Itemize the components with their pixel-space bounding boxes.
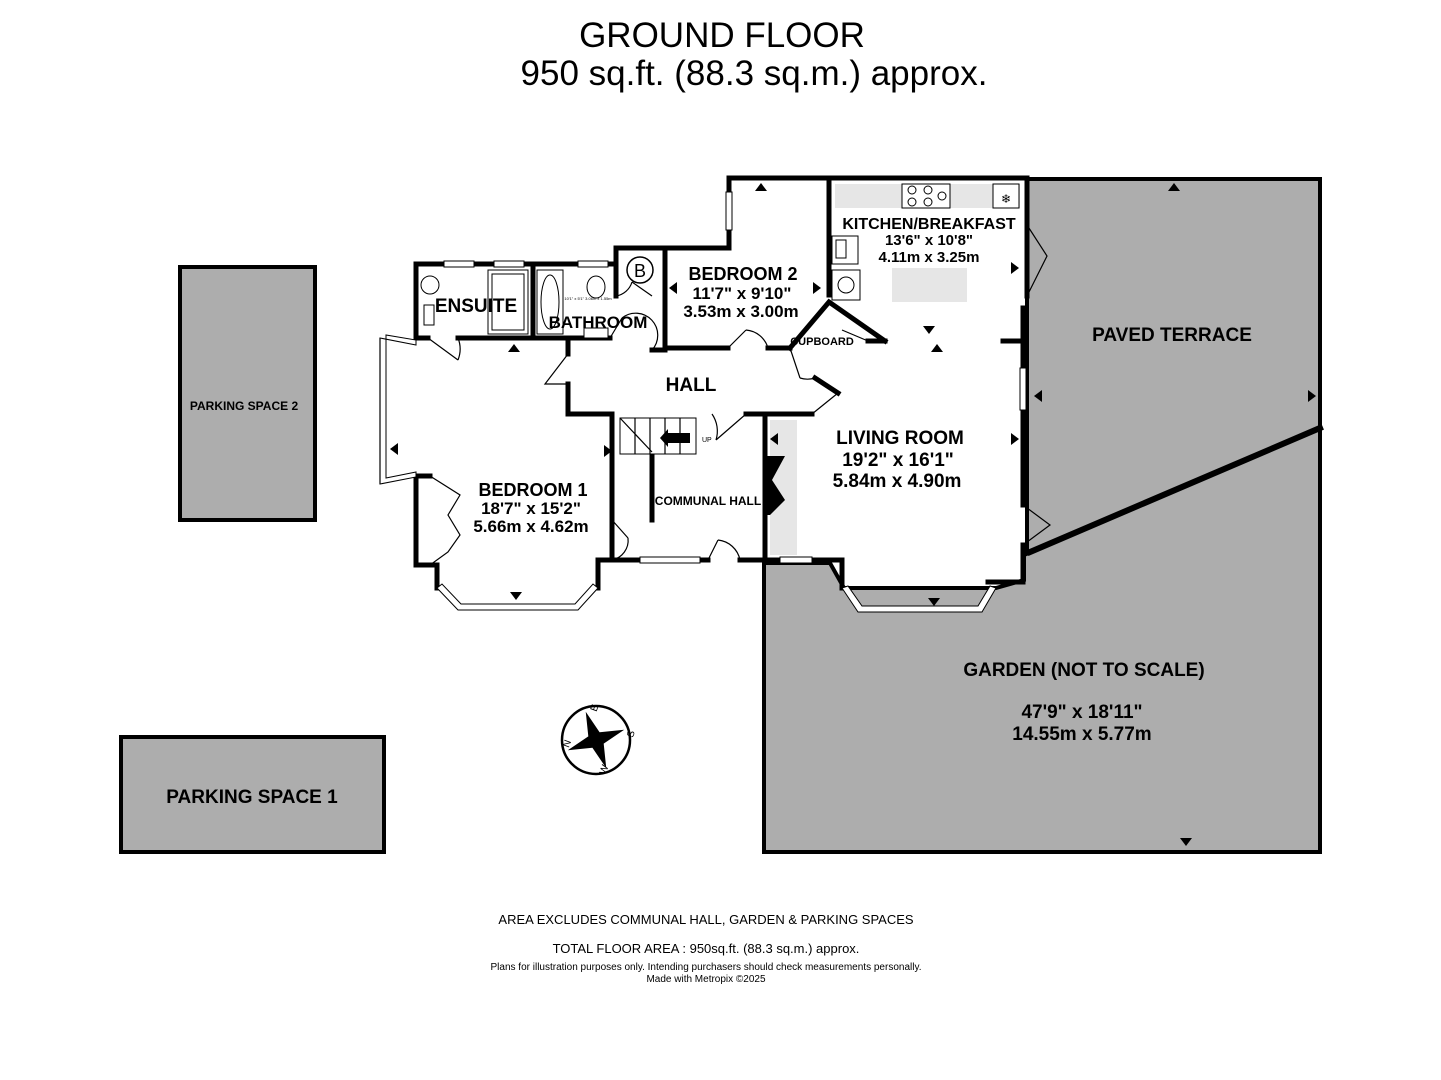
- kitchen-label: KITCHEN/BREAKFAST: [842, 216, 1016, 233]
- kitchen-island: [892, 268, 967, 302]
- compass: N E S W: [560, 703, 638, 776]
- plan-subtitle: 950 sq.ft. (88.3 sq.m.) approx.: [521, 54, 988, 93]
- compass-n: N: [561, 739, 574, 750]
- garden-metric: 14.55m x 5.77m: [1012, 724, 1151, 745]
- footer-disclaimer: Plans for illustration purposes only. In…: [491, 962, 922, 973]
- bedroom-1-bay-window: [436, 583, 599, 611]
- ensuite-window: [443, 260, 475, 268]
- footer-area-note: AREA EXCLUDES COMMUNAL HALL, GARDEN & PA…: [498, 912, 913, 927]
- terrace-arrow-left: [1034, 390, 1042, 402]
- svg-text:❄: ❄: [1001, 192, 1011, 206]
- stair-arrow: [660, 429, 690, 447]
- bathroom-fixtures: 10'1" x 5'1" 3.06m x 1.55m: [536, 269, 612, 339]
- parking-space-1-label: PARKING SPACE 1: [166, 787, 338, 808]
- bedroom-1-metric: 5.66m x 4.62m: [473, 517, 588, 536]
- communal-hall-label: COMMUNAL HALL: [655, 494, 761, 508]
- garden-imperial: 47'9" x 18'11": [1021, 702, 1142, 723]
- doors: [427, 224, 1052, 566]
- plan-title: GROUND FLOOR: [579, 16, 865, 55]
- stair-up-label: UP: [702, 437, 712, 444]
- boiler-icon: [626, 256, 654, 284]
- terrace-arrow-top: [1168, 183, 1180, 191]
- bedroom-2-label: BEDROOM 2: [688, 264, 797, 284]
- garden-label: GARDEN (NOT TO SCALE): [963, 660, 1204, 681]
- bathroom-label: BATHROOM: [549, 313, 648, 332]
- footer-credit: Made with Metropix ©2025: [646, 974, 766, 985]
- room-arrows: [390, 183, 1019, 606]
- bath-dims: 10'1" x 5'1" 3.06m x 1.55m: [564, 296, 612, 301]
- kitchen-imperial: 13'6" x 10'8": [885, 232, 973, 249]
- kitchen-metric: 4.11m x 3.25m: [879, 249, 980, 266]
- communal-hall-window: [639, 556, 701, 564]
- bedroom-1-label: BEDROOM 1: [478, 480, 587, 500]
- living-room-bay-window: [841, 585, 997, 613]
- bathroom-window-1: [493, 260, 525, 268]
- living-room-imperial: 19'2" x 16'1": [842, 450, 954, 471]
- fireplace: [765, 456, 785, 515]
- garden-arrow-bottom: [1180, 838, 1192, 846]
- paved-terrace-label: PAVED TERRACE: [1092, 325, 1252, 346]
- ensuite-toilet-icon: [420, 275, 440, 295]
- staircase: UP: [619, 417, 712, 455]
- hall-label: HALL: [666, 375, 717, 396]
- ensuite-fixtures: [420, 269, 529, 335]
- hall-left-window: [379, 334, 417, 485]
- living-room-label: LIVING ROOM: [836, 428, 964, 449]
- terrace-arrow-right: [1308, 390, 1316, 402]
- living-room-metric: 5.84m x 4.90m: [833, 471, 962, 492]
- cupboard-label: CUPBOARD: [790, 336, 854, 348]
- parking-space-1: PARKING SPACE 1: [119, 735, 386, 854]
- kitchen-fixtures: ❄: [831, 183, 1020, 301]
- bedroom-1-imperial: 18'7" x 15'2": [481, 499, 581, 518]
- boiler-label: B: [634, 261, 646, 281]
- footer-total-area: TOTAL FLOOR AREA : 950sq.ft. (88.3 sq.m.…: [553, 941, 860, 956]
- bedroom-2-side-window: [725, 191, 733, 231]
- boiler: B: [626, 256, 654, 284]
- compass-star-icon: [567, 711, 625, 769]
- bedroom-2-imperial: 11'7" x 9'10": [693, 284, 792, 303]
- parking-space-2: PARKING SPACE 2: [178, 265, 317, 522]
- bedroom-2-metric: 3.53m x 3.00m: [683, 302, 798, 321]
- bathroom-window-2: [577, 260, 609, 268]
- compass-w: W: [598, 763, 612, 776]
- living-room-window: [779, 556, 813, 564]
- parking-space-2-label: PARKING SPACE 2: [190, 399, 299, 413]
- bathroom-toilet-icon: [586, 275, 606, 299]
- ensuite-label: ENSUITE: [435, 296, 517, 317]
- compass-e: E: [589, 703, 602, 713]
- freezer-icon: [992, 183, 1020, 209]
- living-room-side-window: [1019, 367, 1027, 411]
- bathroom-sink-icon: [583, 327, 609, 339]
- compass-s: S: [625, 729, 638, 739]
